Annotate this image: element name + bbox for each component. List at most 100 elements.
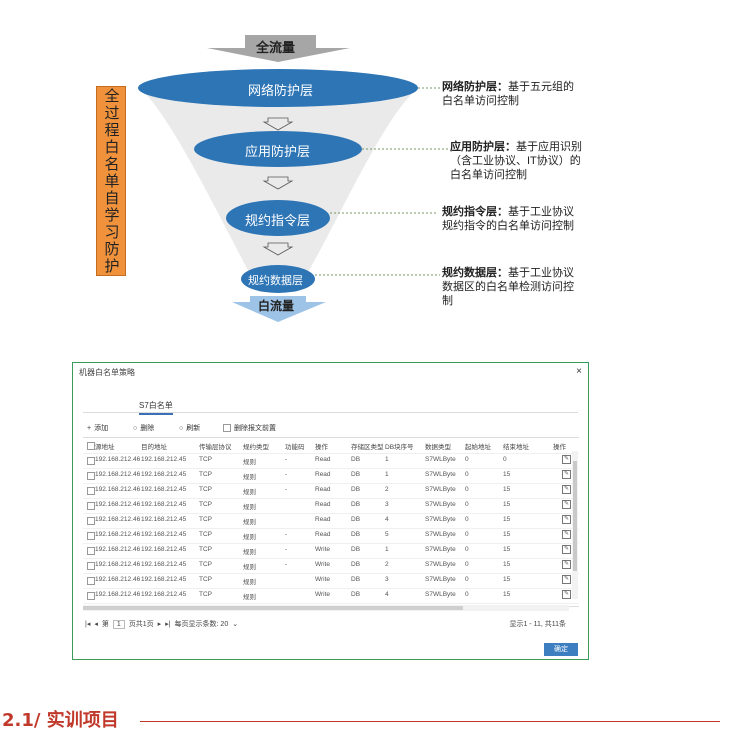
row-checkbox[interactable]: [87, 487, 95, 495]
row-checkbox[interactable]: [87, 532, 95, 540]
funnel-diagram: [138, 35, 448, 322]
note-title: 规约数据层：: [442, 267, 508, 279]
note-title: 应用防护层：: [450, 141, 516, 153]
header-checkbox[interactable]: [87, 442, 95, 450]
table-cell: 规则: [243, 519, 256, 526]
table-cell: 规则: [243, 459, 256, 466]
per-page-select[interactable]: 每页显示条数: 20: [174, 621, 229, 628]
scroll-thumb[interactable]: [573, 461, 577, 571]
column-header: 源地址: [95, 444, 115, 451]
refresh-button[interactable]: ○刷新: [179, 423, 200, 433]
row-checkbox[interactable]: [87, 577, 95, 585]
dialog-title: 机器白名单策略: [79, 368, 135, 377]
table-cell: 192.168.212.46: [95, 576, 141, 583]
table-cell: 192.168.212.45: [141, 531, 187, 538]
section-heading: 2.1/ 实训项目: [2, 710, 119, 731]
tab-s7-whitelist[interactable]: S7白名单: [139, 400, 173, 415]
column-header: 规约类型: [243, 444, 269, 451]
column-header: 传输层协议: [199, 444, 232, 451]
table-cell: DB: [351, 591, 361, 598]
table-cell: Read: [315, 471, 331, 478]
row-checkbox[interactable]: [87, 592, 95, 600]
edit-icon[interactable]: ✎: [562, 575, 571, 584]
table-cell: 规则: [243, 594, 256, 601]
page-suffix: 页共1页: [128, 621, 154, 628]
edit-icon[interactable]: ✎: [562, 470, 571, 479]
table-cell: TCP: [199, 576, 212, 583]
table-cell: DB: [351, 486, 361, 493]
note-body: 基于工业协议规约指令的白名单访问控制: [442, 206, 574, 232]
edit-icon[interactable]: ✎: [562, 455, 571, 464]
table-cell: TCP: [199, 591, 212, 598]
row-checkbox[interactable]: [87, 547, 95, 555]
table-cell: 192.168.212.46: [95, 486, 141, 493]
note-body: 基于应用识别（含工业协议、IT协议）的白名单访问控制: [450, 141, 582, 181]
delete-prefix-checkbox[interactable]: 删除报文前置: [223, 423, 276, 433]
row-checkbox[interactable]: [87, 472, 95, 480]
page-input[interactable]: 1: [112, 619, 125, 629]
prev-page-icon[interactable]: ◂: [94, 621, 98, 628]
table-cell: 192.168.212.45: [141, 501, 187, 508]
row-checkbox[interactable]: [87, 562, 95, 570]
table-cell: 15: [503, 531, 511, 538]
table-cell: S7WLByte: [425, 486, 456, 493]
refresh-icon: ○: [179, 424, 184, 432]
edit-icon[interactable]: ✎: [562, 515, 571, 524]
next-page-icon[interactable]: ▸: [157, 621, 162, 628]
table-cell: 0: [465, 531, 469, 538]
layer-label-2: 应用防护层: [245, 144, 311, 159]
table-cell: 0: [465, 576, 469, 583]
edit-icon[interactable]: ✎: [562, 485, 571, 494]
delete-button[interactable]: ○删除: [133, 423, 154, 433]
ok-button[interactable]: 确定: [544, 643, 578, 656]
row-checkbox[interactable]: [87, 502, 95, 510]
row-checkbox[interactable]: [87, 457, 95, 465]
delete-icon: ○: [133, 424, 138, 432]
horizontal-scrollbar[interactable]: [83, 605, 569, 611]
edit-icon[interactable]: ✎: [562, 560, 571, 569]
table-cell: 3: [385, 576, 389, 583]
table-cell: DB: [351, 531, 361, 538]
row-checkbox[interactable]: [87, 517, 95, 525]
table-cell: 0: [465, 591, 469, 598]
layer-label-4: 规约数据层: [248, 275, 303, 287]
table-cell: 192.168.212.46: [95, 456, 141, 463]
first-page-icon[interactable]: |◂: [85, 621, 91, 628]
last-page-icon[interactable]: ▸|: [165, 621, 171, 628]
add-button[interactable]: +添加: [87, 423, 108, 433]
checkbox-icon: [223, 424, 231, 432]
table-cell: 192.168.212.46: [95, 561, 141, 568]
edit-icon[interactable]: ✎: [562, 500, 571, 509]
edit-icon[interactable]: ✎: [562, 530, 571, 539]
table-cell: Read: [315, 516, 331, 523]
whitelist-dialog: 机器白名单策略 × S7白名单 +添加 ○删除 ○刷新 删除报文前置 源地址目的…: [72, 362, 589, 660]
table-cell: 192.168.212.46: [95, 546, 141, 553]
close-icon[interactable]: ×: [576, 366, 582, 377]
table-cell: 192.168.212.46: [95, 591, 141, 598]
note-title: 网络防护层：: [442, 81, 508, 93]
table-cell: 0: [465, 561, 469, 568]
chevron-down-icon[interactable]: ⌄: [232, 621, 239, 628]
vertical-scrollbar[interactable]: [572, 451, 578, 599]
scroll-thumb[interactable]: [83, 606, 463, 610]
table-cell: 0: [465, 456, 469, 463]
funnel-body: [140, 88, 418, 292]
note-title: 规约指令层：: [442, 206, 508, 218]
table-cell: Write: [315, 591, 331, 598]
table-cell: TCP: [199, 471, 212, 478]
pagination: |◂ ◂ 第 1 页共1页 ▸ ▸| 每页显示条数: 20 ⌄: [85, 619, 238, 629]
edit-icon[interactable]: ✎: [562, 590, 571, 599]
edit-icon[interactable]: ✎: [562, 545, 571, 554]
table-cell: 192.168.212.45: [141, 591, 187, 598]
